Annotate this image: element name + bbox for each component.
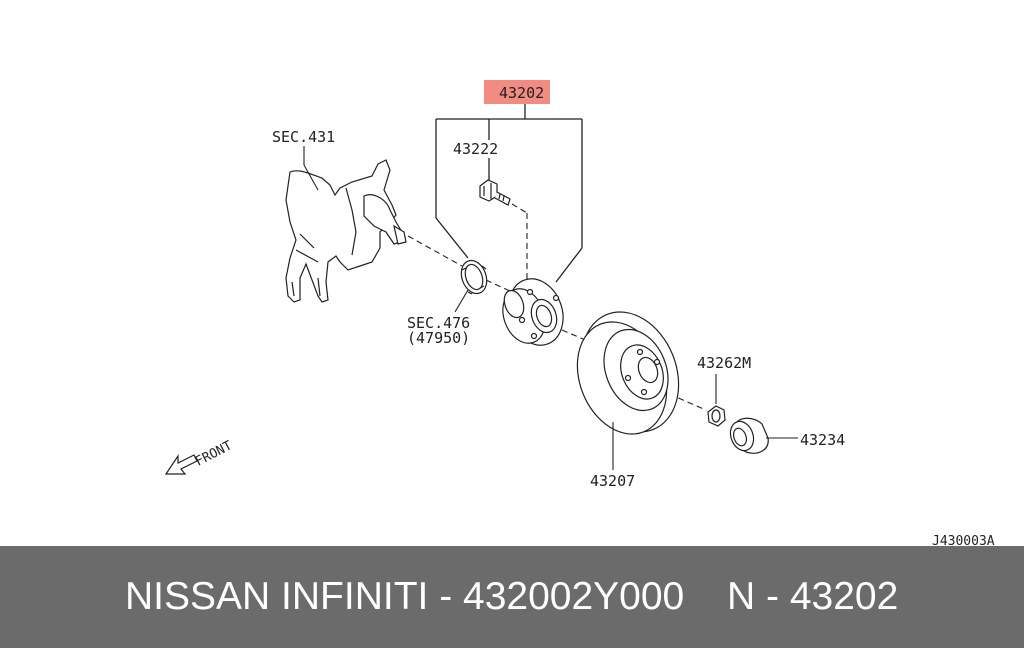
label-43202[interactable]: 43202 — [499, 84, 544, 102]
grease-cap — [729, 417, 769, 454]
front-arrow-icon — [164, 454, 198, 475]
front-label: FRONT — [193, 438, 235, 469]
sensor-ring — [460, 259, 488, 295]
footer-bar: NISSAN INFINITI - 432002Y000 N - 43202 — [0, 546, 1024, 648]
steering-knuckle — [285, 159, 407, 303]
drawing-code: J430003A — [932, 534, 995, 546]
footer-brand-part-number: NISSAN INFINITI - 432002Y000 — [125, 575, 685, 618]
assembly-bracket — [435, 104, 583, 283]
parts-diagram: 43202 43222 — [164, 80, 995, 546]
brake-rotor — [576, 311, 680, 435]
label-sec-431[interactable]: SEC.431 — [272, 128, 335, 146]
label-43234[interactable]: 43234 — [800, 431, 845, 449]
hub-nut — [707, 405, 726, 427]
label-43262m[interactable]: 43262M — [697, 354, 751, 372]
hub-bolt — [479, 179, 511, 206]
assembly-highlight — [484, 80, 550, 104]
label-43222[interactable]: 43222 — [453, 140, 498, 158]
footer-catalog-code: N - 43202 — [727, 575, 899, 618]
knuckle-leader — [303, 146, 319, 191]
sensor-leader — [454, 289, 469, 313]
label-47950: (47950) — [407, 329, 470, 347]
label-43207[interactable]: 43207 — [590, 472, 635, 490]
hub-assembly — [502, 278, 564, 346]
label-sec-476[interactable]: SEC.476 — [407, 314, 470, 332]
